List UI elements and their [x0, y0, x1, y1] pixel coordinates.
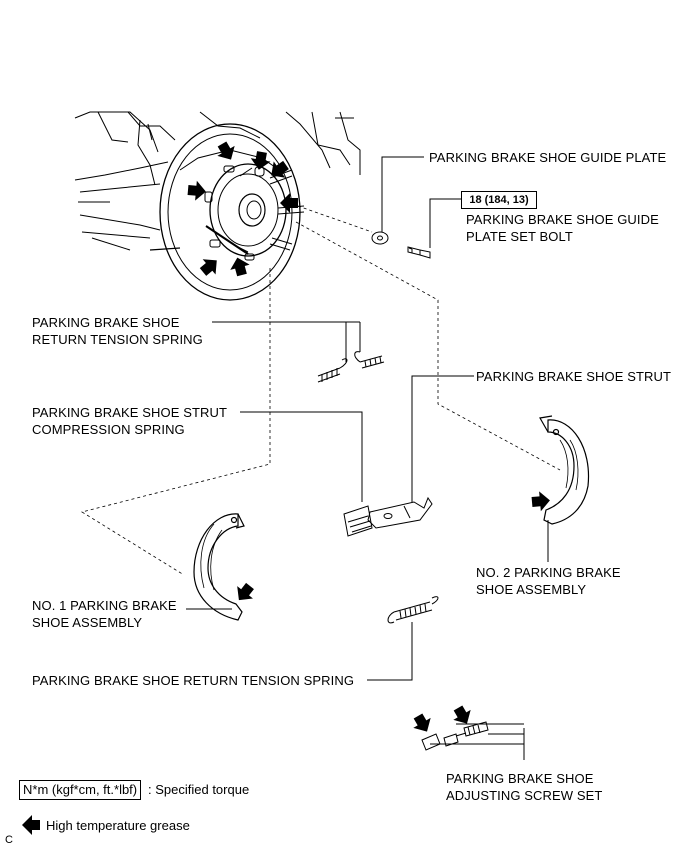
label-return-spring-line1: PARKING BRAKE SHOE — [32, 315, 180, 330]
long-return-tension-spring-part — [387, 596, 439, 624]
label-guide-plate-bolt-line2: PLATE SET BOLT — [466, 229, 573, 244]
grease-point-arrows-hub — [187, 139, 298, 280]
alignment-dashed-lines — [80, 205, 561, 576]
label-strut-spring-line2: COMPRESSION SPRING — [32, 422, 185, 437]
legend-grease-arrow — [22, 815, 40, 835]
legend-torque-unit-box: N*m (kgf*cm, ft.*lbf) — [19, 780, 142, 800]
adjusting-screw-set-part — [421, 721, 489, 751]
guide-plate-part — [371, 231, 389, 245]
guide-plate-set-bolt-part — [407, 246, 431, 259]
return-tension-spring-pair — [317, 351, 385, 383]
legend-grease-description: High temperature grease — [46, 818, 190, 833]
no2-shoe-assembly-part — [539, 415, 590, 525]
figure-code: C — [5, 834, 13, 846]
no1-shoe-assembly-part — [193, 513, 245, 621]
legend-torque-description: : Specified torque — [148, 782, 250, 797]
label-no2-shoe-line1: NO. 2 PARKING BRAKE — [476, 565, 621, 580]
leader-lines — [186, 156, 549, 760]
label-strut-spring-line1: PARKING BRAKE SHOE STRUT — [32, 405, 228, 420]
label-no1-shoe-line1: NO. 1 PARKING BRAKE — [32, 598, 177, 613]
label-return-spring-line2: RETURN TENSION SPRING — [32, 332, 203, 347]
label-guide-plate: PARKING BRAKE SHOE GUIDE PLATE — [429, 150, 667, 165]
label-long-return-spring: PARKING BRAKE SHOE RETURN TENSION SPRING — [32, 673, 355, 688]
strut-compression-spring-part — [343, 505, 373, 537]
label-no2-shoe-line2: SHOE ASSEMBLY — [476, 582, 587, 597]
grease-arrow-no1-shoe — [231, 579, 258, 607]
label-adjusting-screw-line1: PARKING BRAKE SHOE — [446, 771, 594, 786]
label-adjusting-screw-line2: ADJUSTING SCREW SET — [446, 788, 603, 803]
grease-arrows-adjusting-screw — [409, 703, 476, 737]
label-no1-shoe-line2: SHOE ASSEMBLY — [32, 615, 143, 630]
strut-part — [367, 496, 433, 529]
axle-hub-assembly — [74, 111, 361, 301]
label-guide-plate-bolt-line1: PARKING BRAKE SHOE GUIDE — [466, 212, 659, 227]
label-strut: PARKING BRAKE SHOE STRUT — [476, 369, 672, 384]
torque-spec-box: 18 (184, 13) — [461, 191, 537, 209]
